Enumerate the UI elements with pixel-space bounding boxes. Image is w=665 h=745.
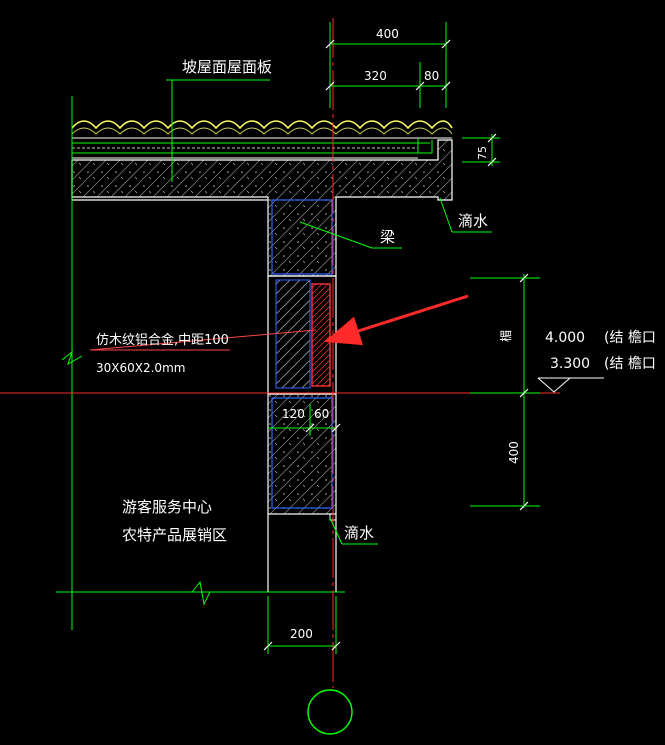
drip-bottom-label: 滴水 (344, 524, 374, 542)
dim-slab-thickness: 75 (476, 146, 489, 160)
aluminum-spec-label: 仿木纹铝合金,中距100 (96, 332, 229, 348)
level-upper-value: 4.000 (545, 330, 585, 346)
left-outline (56, 96, 345, 630)
dim-mid-a: 120 (282, 407, 305, 421)
room-name-line1: 游客服务中心 (122, 498, 212, 516)
dim-top-total: 400 (376, 27, 399, 41)
drip-top-label: 滴水 (458, 212, 488, 230)
dim-mid-b: 60 (314, 407, 329, 421)
dim-right-lower: 400 (507, 441, 521, 464)
roof-slab (71, 139, 453, 277)
level-lower-value: 3.300 (550, 356, 590, 372)
aluminum-size-label: 30X60X2.0mm (96, 361, 185, 375)
wood-grain-aluminum-member (311, 283, 331, 387)
vertical-note: 楣 (499, 330, 513, 342)
dim-top-b: 80 (424, 69, 439, 83)
level-lower-note: (结 檐口 (604, 356, 656, 372)
level-symbol (537, 377, 604, 393)
roof-panel-label: 坡屋面屋面板 (182, 58, 272, 76)
room-name-line2: 农特产品展销区 (122, 526, 227, 544)
roof-layers (72, 138, 433, 159)
dim-top-a: 320 (364, 69, 387, 83)
level-upper-note: (结 檐口 (604, 330, 656, 346)
roof-tiles (71, 120, 453, 139)
leader-lines (89, 79, 492, 545)
dim-bottom: 200 (290, 627, 313, 641)
dimension-lines (263, 22, 540, 654)
beam-outline (271, 199, 333, 275)
callout-arrow (324, 294, 469, 346)
beam-label: 梁 (380, 228, 395, 246)
axis-bubble (307, 689, 353, 735)
